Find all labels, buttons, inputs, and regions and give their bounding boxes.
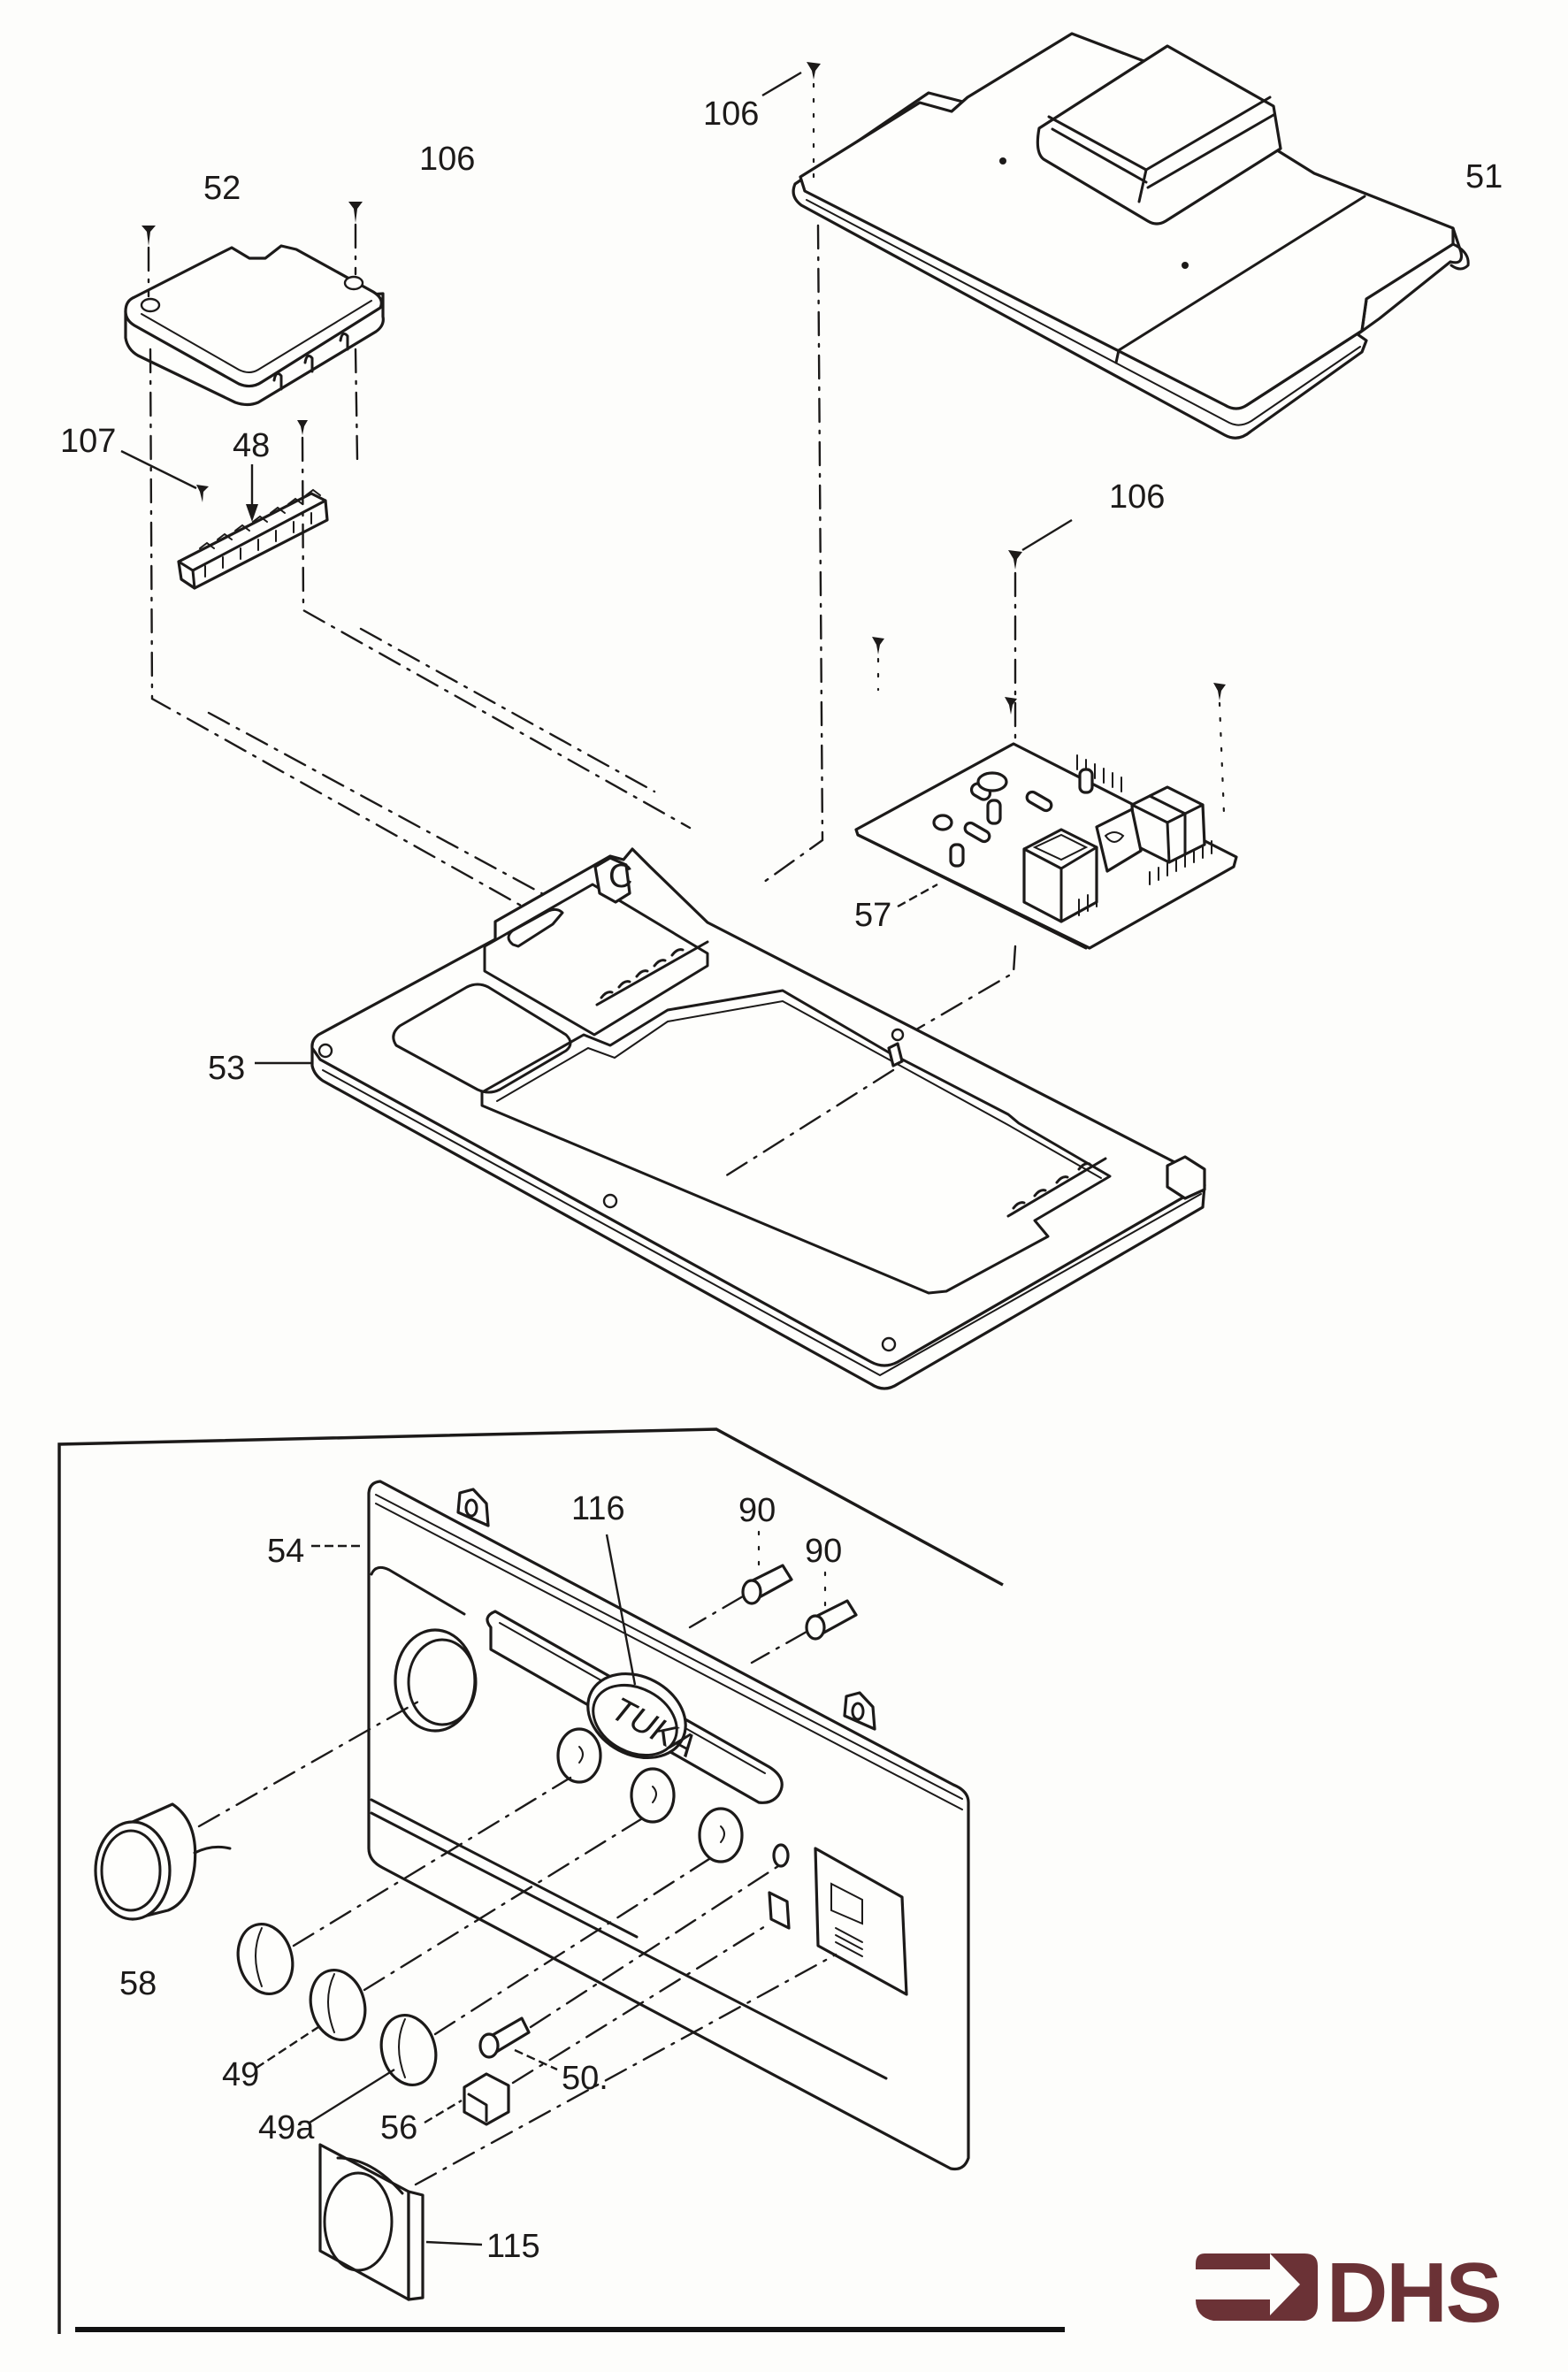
leader-50 <box>514 2048 558 2071</box>
label-52: 52 <box>203 170 241 207</box>
label-49: 49 <box>222 2056 259 2093</box>
screw-106-pcb-c <box>1005 697 1017 715</box>
fascia-panel-part-54: TUKA <box>367 1480 970 2171</box>
label-50: 50. <box>562 2060 608 2097</box>
leader-106-pcb <box>1021 518 1073 552</box>
leader-115 <box>425 2240 483 2246</box>
label-106-top: 106 <box>703 96 759 133</box>
pcb-part-57 <box>854 742 1238 950</box>
screw-106-top <box>807 62 821 80</box>
label-53: 53 <box>208 1050 245 1087</box>
alignment-line <box>292 1776 572 1947</box>
leader-106-top <box>761 71 802 97</box>
alignment-line <box>688 1595 745 1629</box>
knob-49a <box>379 2013 438 2087</box>
alignment-line <box>197 1696 426 1828</box>
label-49a: 49a <box>258 2109 315 2146</box>
logo-text: DHS <box>1327 2246 1501 2340</box>
leader-116 <box>605 1534 637 1686</box>
neon-lamp-part-50 <box>478 2016 531 2059</box>
alignment-line <box>301 436 692 830</box>
terminal-cover-part-52 <box>124 244 385 407</box>
bracket-c-mark: C <box>608 858 632 895</box>
terminal-strip-part-48 <box>177 488 329 590</box>
label-107: 107 <box>60 423 116 460</box>
alignment-line <box>149 348 532 913</box>
arrow-head-48 <box>246 504 258 522</box>
label-116: 116 <box>571 1490 625 1527</box>
alignment-line <box>759 224 824 886</box>
screw-107 <box>196 485 209 502</box>
label-106-left: 106 <box>419 141 475 178</box>
alignment-line <box>1218 701 1226 815</box>
screw-106-pcb-b <box>872 637 884 654</box>
screw-106-pcb-a <box>1008 550 1022 570</box>
screw-48 <box>297 420 308 435</box>
leader-57 <box>897 883 938 908</box>
label-56: 56 <box>380 2109 417 2146</box>
base-plate-part-53: C <box>310 847 1206 1390</box>
label-51: 51 <box>1465 158 1503 195</box>
rocker-switch-part-56 <box>463 2072 510 2126</box>
label-115: 115 <box>486 2228 540 2265</box>
logo-arrow-icon <box>1196 2253 1318 2321</box>
inset-frame <box>57 1427 1004 2334</box>
screw-106-left-a <box>142 226 156 246</box>
label-90-a: 90 <box>738 1492 776 1529</box>
alignment-line <box>433 1856 714 2036</box>
top-cover-part-51 <box>792 32 1470 440</box>
label-57: 57 <box>854 897 891 934</box>
indicator-lamp-90-a <box>741 1564 793 1605</box>
label-58: 58 <box>119 1965 157 2002</box>
alignment-line <box>750 1630 808 1664</box>
alignment-line <box>354 348 359 462</box>
screw-106-pcb-d <box>1213 683 1226 700</box>
alignment-line <box>511 1922 771 2085</box>
alignment-line <box>363 1816 646 1992</box>
leader-49 <box>256 2025 319 2070</box>
alignment-line <box>723 1068 895 1178</box>
alignment-line <box>529 1864 780 2029</box>
label-90-b: 90 <box>805 1533 842 1570</box>
label-106-pcb: 106 <box>1109 478 1165 516</box>
dhs-logo: DHS <box>1196 2246 1503 2340</box>
label-48: 48 <box>233 427 270 464</box>
knob-49-a <box>236 1922 294 1996</box>
leader-107 <box>120 449 197 490</box>
knob-49-b <box>309 1968 367 2042</box>
clock-part-115 <box>318 2143 425 2301</box>
leader-56 <box>424 2099 463 2124</box>
indicator-lamp-90-b <box>805 1599 858 1641</box>
label-54: 54 <box>267 1533 304 1570</box>
alignment-line <box>359 627 656 793</box>
alignment-line <box>414 1953 838 2186</box>
screw-106-left-b <box>348 202 363 223</box>
gauge-part-58 <box>94 1802 232 1921</box>
leader-49a <box>309 2068 395 2124</box>
